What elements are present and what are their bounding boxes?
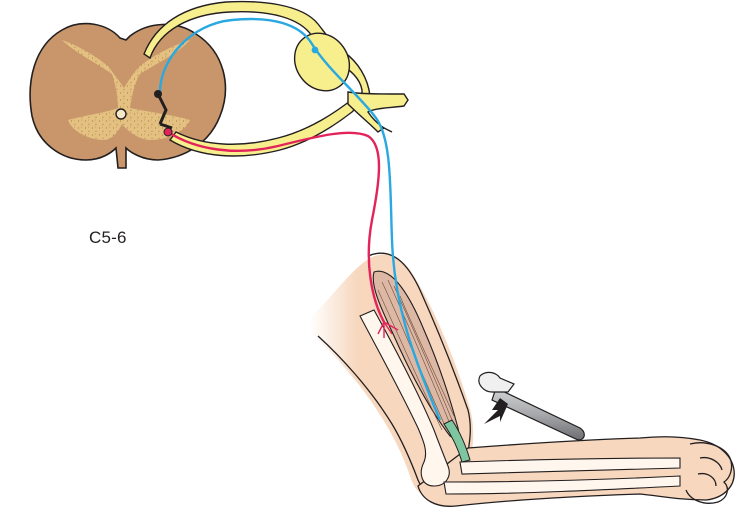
sensory-ganglion-cell	[312, 47, 319, 54]
central-canal	[116, 109, 126, 119]
hammer-handle	[492, 388, 584, 440]
segment-label: C5-6	[89, 228, 127, 248]
spinal-nerve	[348, 92, 408, 132]
dorsal-root-ganglion	[283, 23, 360, 102]
hammer-head	[479, 372, 514, 392]
motor-neuron-cell	[164, 128, 172, 136]
